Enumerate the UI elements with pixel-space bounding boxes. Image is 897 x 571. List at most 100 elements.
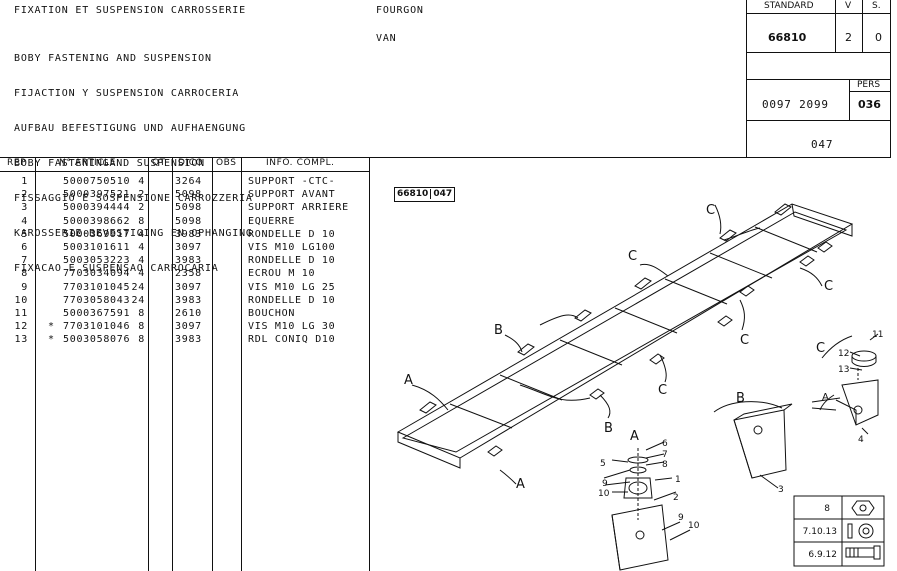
table-row: 3 5000394444 2 5098 SUPPORT ARRIERE [0, 201, 370, 214]
info-cell: RONDELLE D 10 [248, 255, 336, 267]
title-line: AUFBAU BEFESTIGUNG UND AUFHAENGUNG [14, 123, 246, 134]
qt-cell: 24 [131, 281, 145, 293]
dico-cell: 5098 [175, 215, 202, 227]
callout-10: 10 [598, 489, 610, 499]
dico-cell: 3264 [175, 176, 202, 187]
legend-label-washer: 7.10.13 [803, 527, 837, 537]
article-cell: 5000750510 [63, 176, 131, 187]
callout-3: 3 [778, 485, 784, 495]
callout-1: 1 [675, 475, 681, 485]
callout-5: 5 [600, 459, 606, 469]
article-cell: 7703101045 [63, 281, 131, 293]
title-line: FIJACTION Y SUSPENSION CARROCERIA [14, 88, 240, 99]
star-cell: * [48, 334, 55, 346]
title-line: BOBY FASTENING AND SUSPENSION [14, 53, 212, 64]
qt-cell: 2 [138, 202, 145, 214]
rep-cell: 12 [14, 321, 28, 333]
rep-cell: 8 [21, 268, 28, 280]
callout-6: 6 [662, 439, 668, 449]
rep-cell: 13 [14, 334, 28, 346]
variant-en: VAN [376, 33, 397, 44]
mount-a-label: A [630, 429, 639, 444]
article-cell: 5003058076 [63, 334, 131, 346]
title-line: BOBY FASTENINGAND SUSPENSION [14, 158, 205, 169]
title-line: KAROSSERIE-BEVESTIGING EN OPHANGING [14, 228, 253, 239]
article-cell: 5000397521 [63, 189, 131, 201]
article-cell: 5000394444 [63, 202, 131, 214]
info-cell: SUPPORT ARRIERE [248, 202, 349, 214]
standard-value: 66810 [768, 31, 807, 44]
rep-cell: 9 [21, 281, 28, 293]
dico-cell: 3983 [175, 228, 202, 240]
washer-icon [847, 523, 874, 539]
dico-cell: 5098 [175, 202, 202, 214]
col-article: N° ARTICLE [59, 158, 116, 168]
article-cell: 5003101611 [63, 242, 131, 253]
info-cell: VIS M10 LG 30 [248, 321, 336, 333]
v-label: V [845, 1, 852, 11]
info-cell: RDL CONIQ D10 [248, 334, 336, 346]
standard-label: STANDARD [764, 1, 814, 11]
ref-value: 0097 2099 [762, 98, 829, 111]
callout-b: B [494, 323, 503, 338]
article-cell: 7703101046 [63, 321, 131, 333]
legend-label-nut: 8 [824, 504, 830, 514]
callout-9: 9 [602, 479, 608, 489]
article-cell: 5000367591 [63, 308, 131, 319]
qt-cell: 8 [138, 215, 145, 227]
rep-cell: 11 [14, 308, 28, 319]
dico-cell: 2358 [175, 268, 202, 280]
pers-label: PERS [857, 80, 881, 90]
callout-c: C [628, 249, 637, 264]
qt-cell: 8 [138, 321, 145, 333]
callout-12: 12 [838, 349, 849, 359]
callout-b: B [604, 421, 613, 436]
callout-a: A [516, 477, 525, 492]
info-cell: RONDELLE D 10 [248, 228, 336, 240]
s-label: S. [872, 1, 881, 11]
callout-7: 7 [662, 450, 668, 460]
dico-cell: 3983 [175, 294, 202, 306]
v-value: 2 [845, 31, 852, 44]
s-value: 0 [875, 31, 882, 44]
article-cell: 5003053223 [63, 255, 131, 267]
dico-cell: 2610 [175, 308, 202, 319]
rep-cell: 4 [21, 215, 28, 227]
rep-cell: 3 [21, 202, 28, 214]
info-cell: ECROU M 10 [248, 268, 316, 280]
info-cell: RONDELLE D 10 [248, 294, 336, 306]
article-cell: 5000369917 [63, 228, 131, 240]
col-info: INFO. COMPL. [266, 158, 335, 168]
table-row: 8 7703034094 4 2358 ECROU M 10 [0, 267, 370, 280]
qt-cell: 4 [138, 176, 145, 187]
callout-c: C [658, 383, 667, 398]
info-cell: SUPPORT -CTC- [248, 176, 336, 187]
qt-cell: 8 [138, 334, 145, 346]
callout-13: 13 [838, 365, 849, 375]
diagram-ref-right: 047 [430, 189, 455, 199]
article-cell: 7703058043 [63, 294, 131, 306]
star-cell: * [48, 321, 55, 333]
nut-icon [851, 500, 875, 516]
callout-10: 10 [688, 521, 700, 531]
info-cell: BOUCHON [248, 308, 296, 319]
col-obs: OBS [216, 158, 237, 168]
dico-cell: 3983 [175, 255, 202, 267]
callout-2: 2 [673, 493, 679, 503]
qt-cell: 4 [138, 268, 145, 280]
callout-11: 11 [872, 330, 883, 340]
callout-c: C [824, 279, 833, 294]
diagram-ref-left: 66810 [397, 189, 429, 199]
dico-cell: 3097 [175, 281, 202, 293]
info-cell: SUPPORT AVANT [248, 189, 336, 201]
qt-cell: 2 [138, 189, 145, 201]
article-cell: 7703034094 [63, 268, 131, 280]
